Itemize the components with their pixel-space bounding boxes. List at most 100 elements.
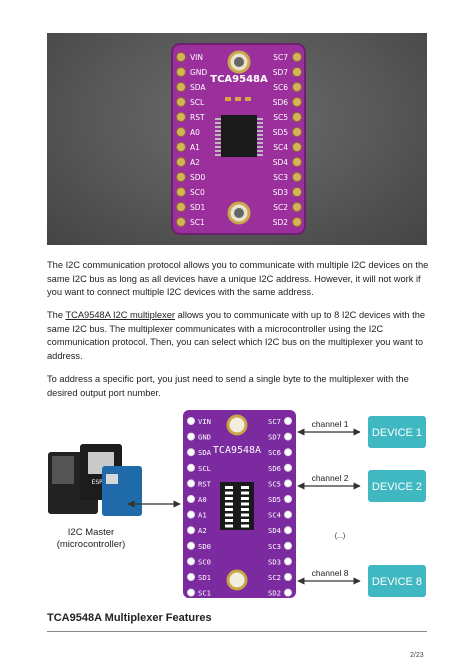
diagram-right-pin-label: SC4 <box>268 511 281 520</box>
diagram-ic-chip <box>220 482 254 530</box>
microcontroller-image: ESP32 <box>48 444 142 516</box>
photo-left-pad <box>176 127 186 137</box>
photo-right-pad <box>292 127 302 137</box>
diagram-left-pad <box>187 588 195 597</box>
diagram-left-pin-label: SC1 <box>198 589 211 598</box>
diagram-right-pad <box>284 479 292 488</box>
photo-left-pin-label: VIN <box>190 53 203 62</box>
photo-left-pad <box>176 187 186 197</box>
device-label: DEVICE 1 <box>372 427 422 439</box>
diagram-left-pin-label: SC0 <box>198 557 211 566</box>
diagram-left-pad <box>187 463 195 472</box>
diagram-right-pad <box>284 526 292 535</box>
channel-label: channel 2 <box>312 473 349 483</box>
ic-chip <box>221 115 257 157</box>
diagram-right-pad <box>284 495 292 503</box>
photo-right-pad <box>292 142 302 152</box>
photo-left-pad <box>176 202 186 212</box>
paragraph-3: To address a specific port, you just nee… <box>47 374 409 398</box>
photo-right-pad <box>292 112 302 122</box>
master-label-2: (microcontroller) <box>57 539 126 550</box>
photo-right-pin-label: SC6 <box>273 83 288 92</box>
diagram-left-pin-label: A0 <box>198 495 207 504</box>
photo-right-pad <box>292 217 302 227</box>
diagram-right-pin-label: SD3 <box>268 557 281 566</box>
photo-board-title: TCA9548A <box>210 74 268 85</box>
diagram-right-pin-label: SC2 <box>268 573 281 582</box>
diagram-right-pin-label: SD2 <box>268 589 281 598</box>
photo-left-pin-label: SDA <box>190 83 206 92</box>
paragraph-1: The I2C communication protocol allows yo… <box>47 260 429 298</box>
diagram-board-title: TCA9548A <box>213 445 261 456</box>
diagram-right-pad <box>284 573 292 581</box>
device-box <box>368 565 426 597</box>
diagram-left-pin-label: SD1 <box>198 573 211 582</box>
photo-right-pin-label: SD5 <box>273 128 289 137</box>
page-number: 2/23 <box>410 652 424 659</box>
diagram-right-pin-label: SD4 <box>268 526 281 535</box>
photo-right-pin-label: SD7 <box>273 68 289 77</box>
photo-left-pad <box>176 52 186 62</box>
paragraph-2-prefix: The <box>47 310 66 320</box>
diagram-left-pin-label: A1 <box>198 511 207 520</box>
section-heading: TCA9548A Multiplexer Features <box>47 612 212 624</box>
multiplexer-diagram: ESP32 I2C Master (microcontroller) TCA95… <box>40 402 440 607</box>
device-label: DEVICE 2 <box>372 481 422 493</box>
photo-left-pad <box>176 217 186 227</box>
diagram-right-pad <box>284 417 292 425</box>
diagram-left-pin-label: VIN <box>198 417 211 426</box>
photo-left-pad <box>176 97 186 107</box>
diagram-right-pad <box>284 432 292 441</box>
ellipsis-label: (...) <box>335 533 346 540</box>
diagram-left-pad <box>187 510 195 519</box>
diagram-left-pad <box>187 495 195 503</box>
photo-left-pin-label: SCL <box>190 98 205 107</box>
esp32-label: ESP32 <box>92 479 111 486</box>
photo-left-pin-label: GND <box>190 68 207 77</box>
device-box <box>368 416 426 448</box>
multiplexer-board: TCA9548A VINGNDSDASCLRSTA0A1A2SD0SC0SD1S… <box>183 410 296 598</box>
diagram-left-pad <box>187 557 195 566</box>
device-label: DEVICE 8 <box>372 576 422 588</box>
diagram-svg: ESP32 I2C Master (microcontroller) TCA95… <box>48 410 426 598</box>
diagram-left-pin-label: SD0 <box>198 542 211 551</box>
diagram-left-pad <box>187 541 195 550</box>
photo-left-pad <box>176 157 186 167</box>
diagram-left-pad <box>187 573 195 581</box>
photo-right-pin-label: SC4 <box>273 143 288 152</box>
photo-left-pin-label: A1 <box>190 143 200 152</box>
tca9548a-link[interactable]: TCA9548A I2C multiplexer <box>65 310 175 320</box>
diagram-right-pin-label: SC5 <box>268 479 281 488</box>
diagram-right-pin-label: SD5 <box>268 495 281 504</box>
paragraph-2: The TCA9548A I2C multiplexer allows you … <box>47 309 429 363</box>
photo-left-pad <box>176 142 186 152</box>
diagram-right-pin-label: SC3 <box>268 542 281 551</box>
channel-label: channel 8 <box>312 568 349 578</box>
diagram-left-pin-label: SDA <box>198 448 212 457</box>
diagram-right-pin-label: SD7 <box>268 433 281 442</box>
diagram-right-pad <box>284 448 292 457</box>
photo-left-pad <box>176 82 186 92</box>
photo-right-pad <box>292 202 302 212</box>
divider <box>47 631 427 632</box>
photo-right-pad <box>292 172 302 182</box>
photo-right-pad <box>292 187 302 197</box>
diagram-right-pad <box>284 510 292 519</box>
photo-left-pin-label: SC1 <box>190 218 205 227</box>
diagram-right-pad <box>284 463 292 472</box>
photo-right-pin-label: SC5 <box>273 113 288 122</box>
photo-left-pin-label: SD0 <box>190 173 206 182</box>
diagram-right-pad <box>284 557 292 566</box>
diagram-left-pin-label: SCL <box>198 464 211 473</box>
photo-left-pin-label: A2 <box>190 158 200 167</box>
photo-right-pin-label: SD3 <box>273 188 289 197</box>
diagram-right-pin-label: SD6 <box>268 464 281 473</box>
diagram-left-pin-label: RST <box>198 479 212 488</box>
diagram-left-pad <box>187 417 195 425</box>
photo-left-pin-label: SD1 <box>190 203 206 212</box>
photo-right-pad <box>292 82 302 92</box>
diagram-left-pad <box>187 479 195 488</box>
photo-left-pin-label: RST <box>190 113 205 122</box>
diagram-right-pad <box>284 588 292 597</box>
photo-left-pad <box>176 67 186 77</box>
